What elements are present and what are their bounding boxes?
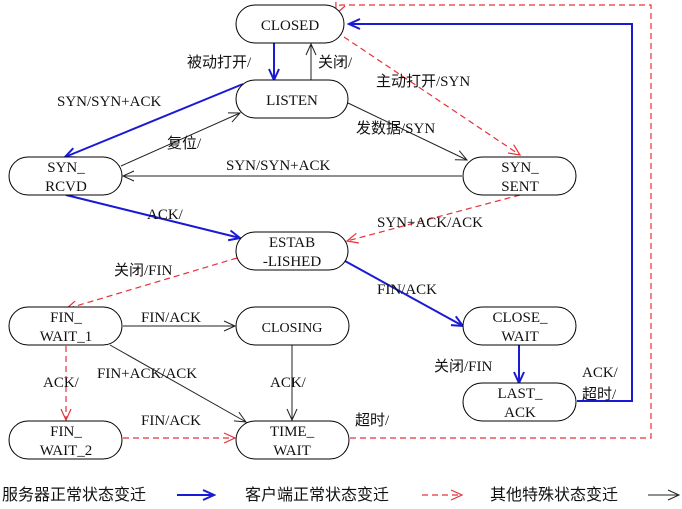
- edge-listen-synrcvd: [65, 83, 244, 157]
- label-syn-synack-2: SYN/SYN+ACK: [226, 158, 330, 174]
- edge-synrcvd-listen: [120, 112, 242, 167]
- state-fin-wait-2: FIN_ WAIT_2: [8, 420, 123, 460]
- label-passive-open: 被动打开/: [187, 54, 252, 71]
- legend-other-label: 其他特殊状态变迁: [490, 486, 618, 504]
- label-active-open: 主动打开/SYN: [376, 73, 470, 90]
- edge-closed-synsent: [343, 36, 522, 156]
- state-fin-wait-1: FIN_ WAIT_1: [8, 306, 123, 346]
- label-close-listen: 关闭/: [318, 54, 353, 71]
- edge-synrcvd-established: [65, 194, 240, 238]
- label-fin-ack-closing: FIN/ACK: [141, 310, 201, 326]
- label-synack-ack: SYN+ACK/ACK: [377, 215, 483, 231]
- state-syn-rcvd-line2: RCVD: [45, 179, 87, 195]
- edge-timewait-closed: [335, 1, 652, 439]
- state-syn-sent-line1: SYN_: [501, 160, 539, 176]
- label-syn-synack: SYN/SYN+ACK: [57, 94, 161, 110]
- state-closing: CLOSING: [235, 306, 350, 346]
- label-timeout-last: 超时/: [582, 386, 617, 403]
- state-closing-label: CLOSING: [262, 321, 323, 336]
- label-reset: 复位/: [167, 134, 202, 152]
- state-fin-wait-1-line1: FIN_: [50, 310, 82, 326]
- state-closed-label: CLOSED: [261, 18, 320, 34]
- state-close-wait-line2: WAIT: [501, 329, 539, 345]
- legend-server-label: 服务器正常状态变迁: [2, 486, 146, 504]
- state-last-ack-line2: ACK: [504, 405, 536, 421]
- label-fin-ack-est: FIN/ACK: [377, 282, 437, 298]
- label-ack-last: ACK/: [582, 365, 619, 381]
- state-established: ESTAB -LISHED: [235, 231, 349, 271]
- state-last-ack: LAST_ ACK: [462, 382, 577, 422]
- legend: 服务器正常状态变迁 客户端正常状态变迁 其他特殊状态变迁: [2, 486, 681, 504]
- label-ack-fw1: ACK/: [43, 375, 80, 391]
- state-time-wait-line2: WAIT: [273, 443, 311, 459]
- edge-listen-synsent: [347, 102, 469, 161]
- label-timeout-tw: 超时/: [355, 412, 390, 429]
- state-syn-rcvd: SYN_ RCVD: [8, 156, 123, 196]
- state-fin-wait-1-line2: WAIT_1: [40, 329, 93, 345]
- edge-finwait1-timewait: [109, 344, 248, 423]
- state-listen: LISTEN: [235, 79, 349, 119]
- state-closed: CLOSED: [235, 4, 345, 44]
- state-time-wait-line1: TIME_: [270, 424, 315, 440]
- state-time-wait: TIME_ WAIT: [235, 420, 350, 460]
- state-syn-rcvd-line1: SYN_: [47, 160, 85, 176]
- state-established-line2: -LISHED: [263, 254, 321, 270]
- state-syn-sent-line2: SENT: [501, 179, 539, 195]
- edge-lastack-closed: [349, 24, 633, 402]
- state-fin-wait-2-line1: FIN_: [50, 424, 82, 440]
- label-ack-rcvd: ACK/: [147, 207, 184, 223]
- state-close-wait-line1: CLOSE_: [492, 310, 548, 326]
- state-fin-wait-2-line2: WAIT_2: [40, 443, 93, 459]
- label-ack-closing: ACK/: [270, 375, 307, 391]
- label-close-fin: 关闭/FIN: [114, 262, 173, 279]
- legend-client-label: 客户端正常状态变迁: [245, 486, 389, 504]
- state-listen-label: LISTEN: [266, 93, 318, 109]
- state-established-line1: ESTAB: [269, 235, 315, 251]
- state-close-wait: CLOSE_ WAIT: [462, 306, 577, 346]
- state-syn-sent: SYN_ SENT: [462, 156, 577, 196]
- label-send-data: 发数据/SYN: [356, 120, 435, 137]
- label-close-fin-cw: 关闭/FIN: [434, 358, 493, 375]
- state-last-ack-line1: LAST_: [498, 386, 544, 402]
- label-fin-ack-fw2: FIN/ACK: [141, 413, 201, 429]
- edge-established-closewait: [344, 260, 463, 326]
- label-finack-ack: FIN+ACK/ACK: [97, 366, 197, 382]
